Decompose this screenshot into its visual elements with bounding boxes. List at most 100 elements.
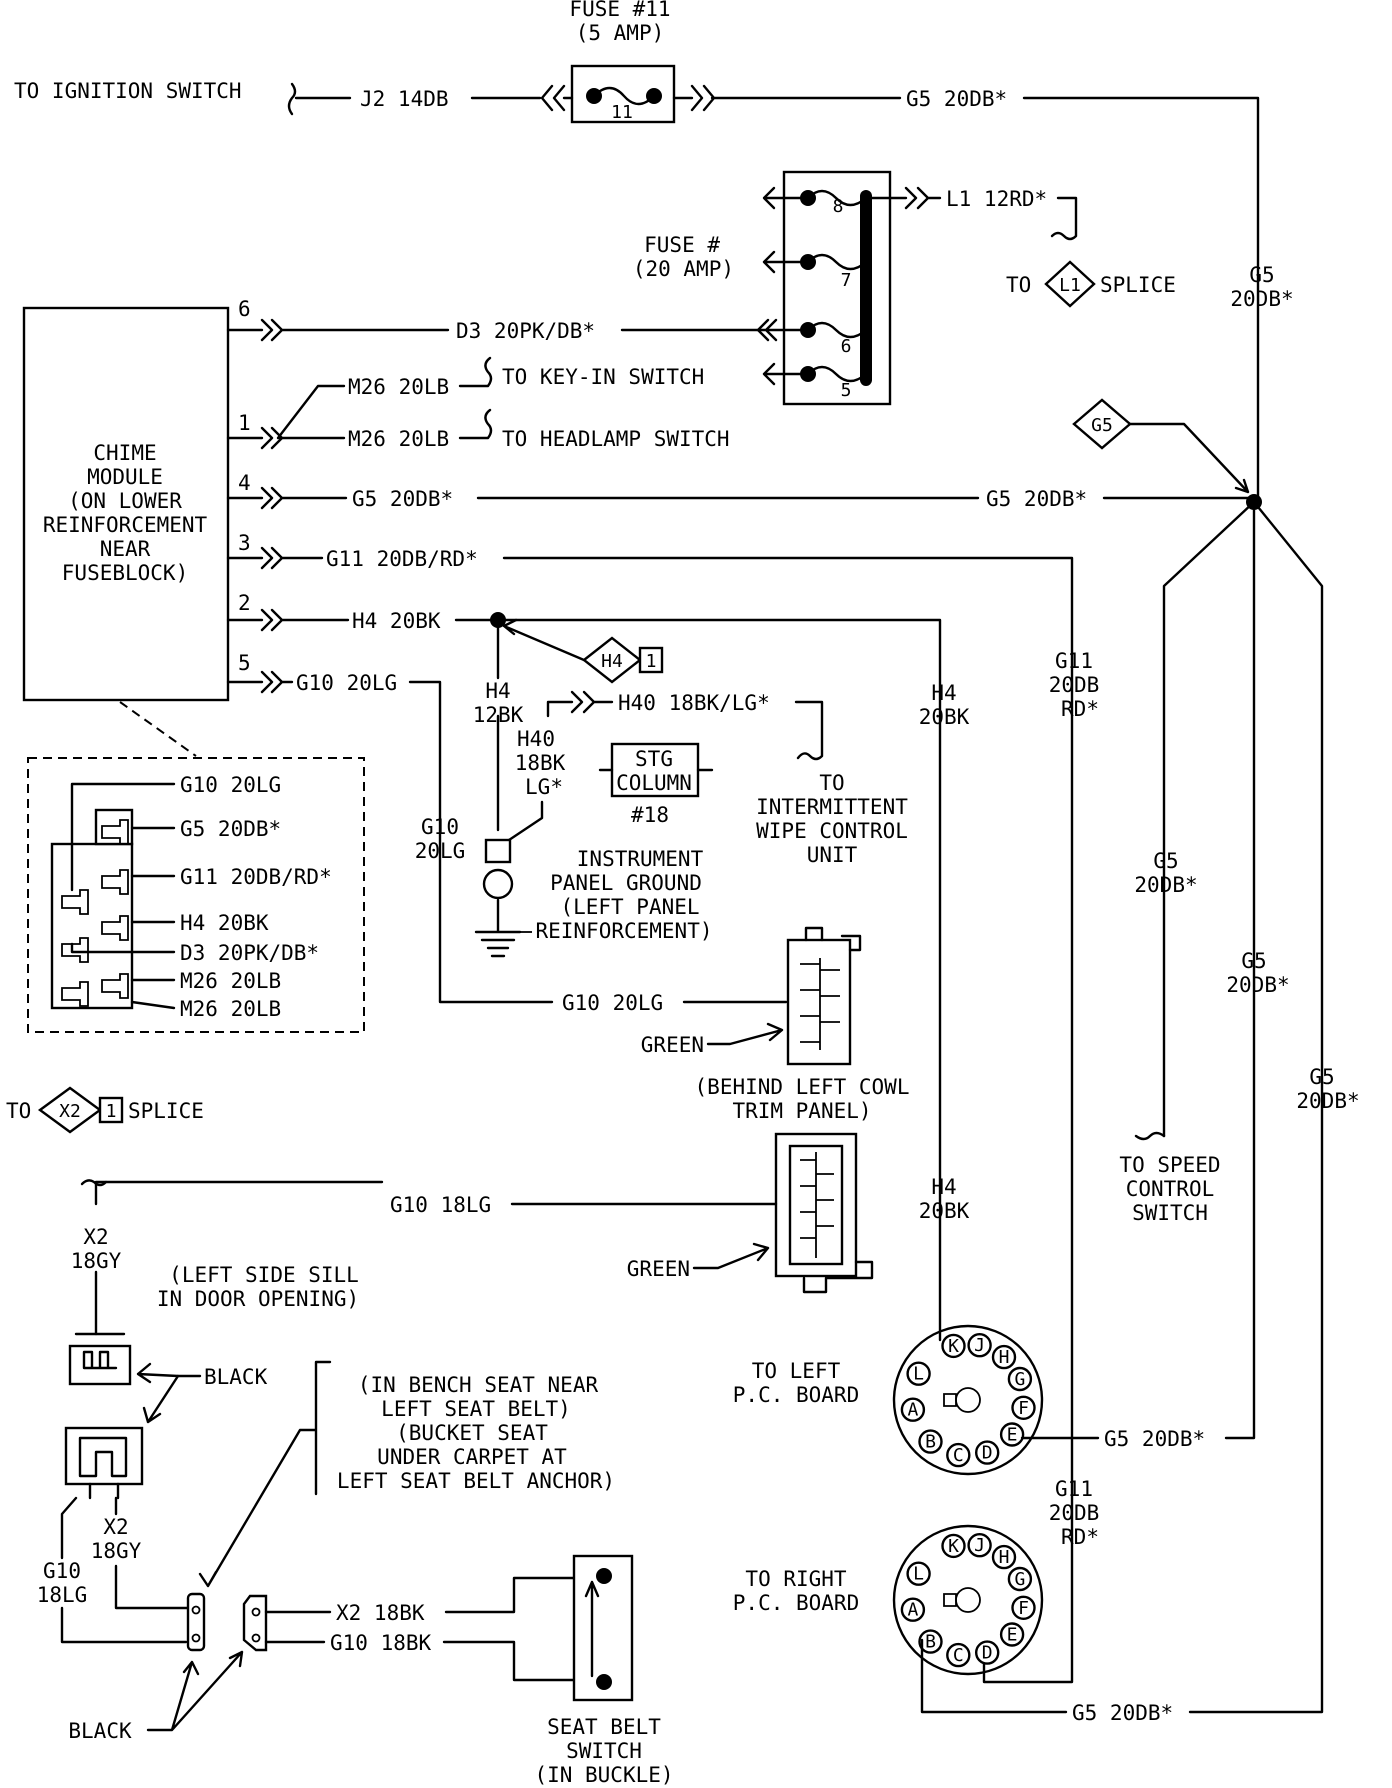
belt-label-3: (IN BUCKLE) xyxy=(534,1763,673,1787)
fuse-20-rating: (20 AMP) xyxy=(633,257,734,281)
chime-connector-view xyxy=(27,757,365,1033)
g5-c-vlabel-1: G5 xyxy=(1309,1065,1334,1089)
cowl-connector-bottom xyxy=(774,1132,874,1294)
wire-g5-top: G5 20DB* xyxy=(906,87,1007,111)
fuse-block: 8 7 6 5 xyxy=(756,170,892,406)
wipe-label-4: UNIT xyxy=(807,843,858,867)
right-pcb-pin-d: D xyxy=(982,1643,993,1664)
right-pcb-pin-h: H xyxy=(999,1547,1010,1568)
stg-label-2: COLUMN xyxy=(616,771,692,795)
fuse11-title: FUSE #11 xyxy=(569,0,670,21)
chime-module-label: CHIME MODULE (ON LOWER REINFORCEMENT NEA… xyxy=(43,441,208,585)
g11b-vlabel-3: RD* xyxy=(1061,1525,1099,1549)
wire-g10-cowl: G10 20LG xyxy=(562,991,663,1015)
to-headlamp-switch: TO HEADLAMP SWITCH xyxy=(502,427,730,451)
wire-h4-pin2: H4 20BK xyxy=(352,609,441,633)
conn-m26b: M26 20LB xyxy=(180,997,281,1021)
sill-location-1: (LEFT SIDE SILL xyxy=(169,1263,359,1287)
g5-b-vlabel-2: 20DB* xyxy=(1226,973,1289,997)
stg-label-3: #18 xyxy=(631,803,669,827)
left-pcb-pin-f: F xyxy=(1018,1398,1029,1419)
cowl-location-1: (BEHIND LEFT COWL xyxy=(695,1075,910,1099)
x2b-vlabel-2: 18GY xyxy=(91,1539,142,1563)
chime-connector-face xyxy=(50,782,176,1010)
left-pcb-pin-b: B xyxy=(925,1432,936,1453)
g5-a-vlabel-1: G5 xyxy=(1153,849,1178,873)
wire-h40: H40 18BK/LG* xyxy=(618,691,770,715)
fuse11-rating: (5 AMP) xyxy=(576,21,665,45)
to-speed-control-1: TO SPEED xyxy=(1119,1153,1220,1177)
left-pcb-pin-circle-g xyxy=(1007,1366,1033,1392)
x2-to-label: TO xyxy=(6,1099,31,1123)
right-pcb-pin-c: C xyxy=(953,1645,964,1666)
svg-text:REINFORCEMENT: REINFORCEMENT xyxy=(43,513,208,537)
left-pcb-pin-circle-a xyxy=(900,1397,926,1422)
seat-location-5: LEFT SEAT BELT ANCHOR) xyxy=(337,1469,615,1493)
seat-location-3: (BUCKET SEAT xyxy=(396,1421,548,1445)
g10v-vlabel-1: G10 xyxy=(421,815,459,839)
left-pcb-pin-a: A xyxy=(907,1400,918,1421)
g11b-vlabel-2: 20DB xyxy=(1049,1501,1100,1525)
to-speed-control-3: SWITCH xyxy=(1132,1201,1208,1225)
conn-d3: D3 20PK/DB* xyxy=(180,941,319,965)
g5-right-vlabel-2: 20DB* xyxy=(1230,287,1293,311)
left-pcb-pin-k: K xyxy=(948,1336,959,1357)
svg-text:FUSEBLOCK): FUSEBLOCK) xyxy=(62,561,188,585)
wire-m26-b: M26 20LB xyxy=(348,427,449,451)
g5-b-vlabel-1: G5 xyxy=(1241,949,1266,973)
g10s-vlabel-1: G10 xyxy=(43,1559,81,1583)
x2-badge-num: 1 xyxy=(106,1101,117,1122)
wire-l1: L1 12RD* xyxy=(946,187,1047,211)
left-pcb-pin-circle-f xyxy=(1011,1395,1036,1421)
g10s-vlabel-2: 18LG xyxy=(37,1583,88,1607)
wire-g5-pin4: G5 20DB* xyxy=(352,487,453,511)
h40-vlabel-2: 18BK xyxy=(515,751,566,775)
belt-label-1: SEAT BELT xyxy=(547,1715,661,1739)
g5-c-vlabel-2: 20DB* xyxy=(1296,1089,1359,1113)
chime-module xyxy=(22,306,230,702)
cowl-connector-top xyxy=(786,926,862,1066)
right-pcb-pin-f: F xyxy=(1018,1598,1029,1619)
chime-pin-2: 2 xyxy=(238,591,251,615)
right-pcb-pin-circle-k xyxy=(941,1533,966,1559)
right-pcb-pin-circle-d xyxy=(975,1640,1000,1665)
wire-g11-pin3: G11 20DB/RD* xyxy=(326,547,478,571)
to-speed-control-2: CONTROL xyxy=(1126,1177,1215,1201)
left-pcb-pin-l: L xyxy=(913,1364,924,1385)
pcb-left-label-1: TO LEFT xyxy=(752,1359,841,1383)
left-pcb-pin-circle-c xyxy=(946,1442,971,1468)
h4-badge: H4 xyxy=(601,651,623,672)
g10v-vlabel-2: 20LG xyxy=(415,839,466,863)
stg-label-1: STG xyxy=(635,747,673,771)
right-pcb-pin-a: A xyxy=(907,1600,918,1621)
h4c-vlabel-2: 12BK xyxy=(473,703,524,727)
wire-d3: D3 20PK/DB* xyxy=(456,319,595,343)
ignition-switch-label: TO IGNITION SWITCH xyxy=(14,79,242,103)
right-pcb-pin-e: E xyxy=(1007,1625,1018,1646)
wire-g5-right-pcb: G5 20DB* xyxy=(1072,1701,1173,1725)
l1-badge: L1 xyxy=(1059,275,1081,296)
g11-vlabel-2: 20DB xyxy=(1049,673,1100,697)
h4c-vlabel-1: H4 xyxy=(485,679,510,703)
right-pcb-pin-circle-a xyxy=(900,1597,926,1622)
right-pcb-pin-g: G xyxy=(1014,1569,1025,1590)
fuse-8-number: 8 xyxy=(833,196,844,217)
g5-badge: G5 xyxy=(1091,415,1113,436)
right-pcb-pin-circle-h xyxy=(991,1544,1017,1570)
fuse-11: FUSE #11 (5 AMP) 11 xyxy=(569,0,676,124)
left-pcb-pin-d: D xyxy=(982,1443,993,1464)
fuse-5-number: 5 xyxy=(841,380,852,401)
h4b-vlabel-2: 20BK xyxy=(919,1199,970,1223)
sill-location-2: IN DOOR OPENING) xyxy=(157,1287,359,1311)
seat-location-4: UNDER CARPET AT xyxy=(377,1445,567,1469)
left-pcb-pin-c: C xyxy=(953,1445,964,1466)
seat-connector-left xyxy=(186,1592,206,1652)
pcb-left-label-2: P.C. BOARD xyxy=(733,1383,859,1407)
ground-label-2: PANEL GROUND xyxy=(550,871,702,895)
wire-g10-18: G10 18LG xyxy=(390,1193,491,1217)
right-pcb-pin-circle-b xyxy=(918,1629,943,1654)
svg-text:NEAR: NEAR xyxy=(100,537,151,561)
